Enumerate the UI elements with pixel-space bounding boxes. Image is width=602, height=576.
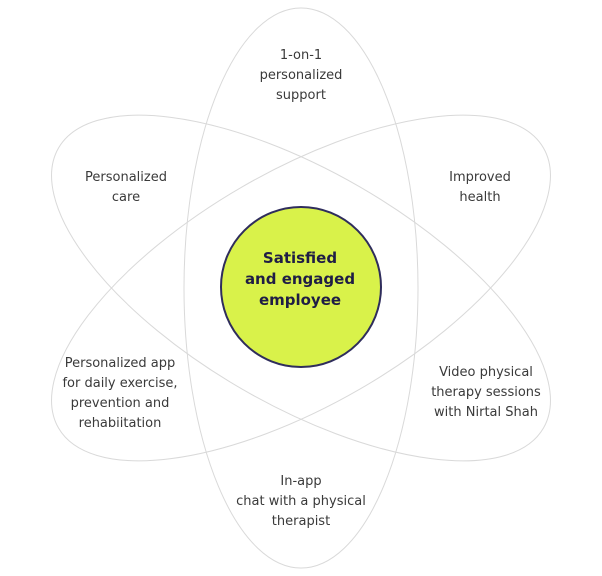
petal-label-video: Video physical therapy sessions with Nir… [431, 365, 541, 420]
petal-ellipses [51, 7, 551, 569]
petal-label-care: Personalized care [85, 170, 167, 205]
petal-label-app: Personalized app for daily exercise, pre… [62, 356, 178, 431]
petal-label-health: Improved health [449, 170, 511, 205]
center-label: Satisfied and engaged employee [244, 249, 356, 309]
petal-label-chat: In-app chat with a physical therapist [236, 474, 366, 529]
petal-ellipse-diagonal-left [51, 114, 551, 462]
petal-ellipse-diagonal-right [51, 114, 551, 462]
petal-label-support: 1-on-1 personalized support [259, 48, 343, 103]
petal-ellipse-vertical [183, 7, 419, 569]
center-circle [220, 206, 382, 368]
